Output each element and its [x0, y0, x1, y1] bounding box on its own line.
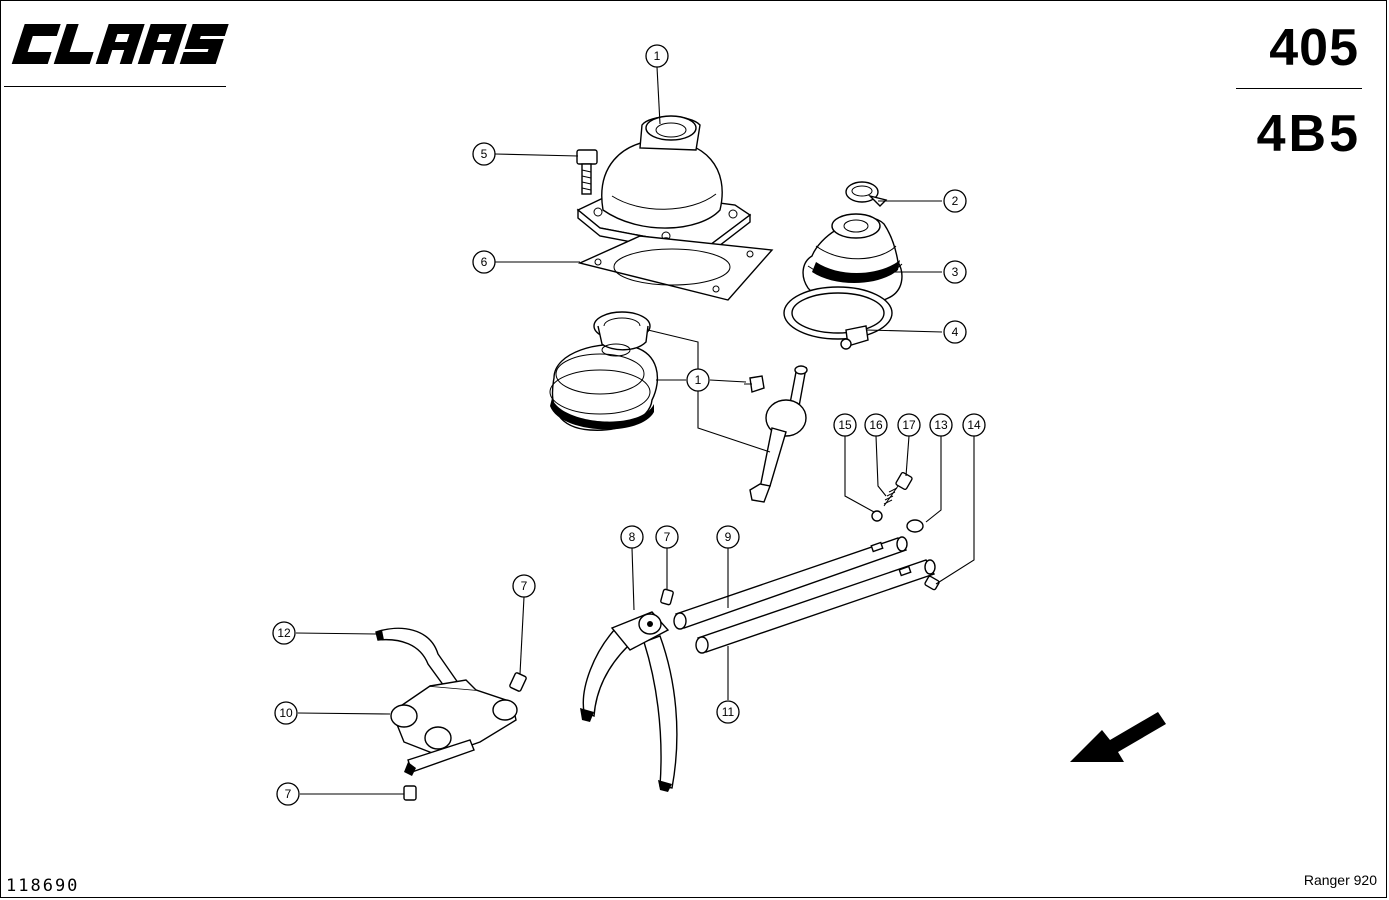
callout-9: 9 [716, 525, 740, 549]
page-number: 405 [1269, 19, 1359, 77]
svg-text:9: 9 [725, 530, 732, 544]
claas-logo [11, 24, 229, 64]
svg-text:7: 7 [664, 530, 671, 544]
callout-12: 12 [272, 621, 296, 645]
part-interlock-pin [906, 519, 924, 533]
svg-text:10: 10 [279, 706, 293, 720]
part-clamp-large [783, 286, 893, 350]
svg-text:13: 13 [934, 418, 948, 432]
svg-text:11: 11 [722, 705, 735, 719]
svg-text:3: 3 [952, 265, 959, 279]
svg-text:17: 17 [902, 418, 916, 432]
callout-17: 17 [897, 413, 921, 437]
callout-1-upper: 1 [645, 44, 669, 68]
part-shift-fork-8 [580, 611, 678, 792]
part-set-screw [924, 575, 940, 591]
callout-5: 5 [472, 142, 496, 166]
part-boot-lower [549, 311, 659, 431]
part-set-screw-7b [509, 672, 527, 692]
callout-7-selector: 7 [512, 574, 536, 598]
model-name: Ranger 920 [1303, 872, 1377, 888]
part-selector-10 [390, 679, 518, 776]
part-bolt [576, 149, 598, 195]
svg-text:12: 12 [277, 626, 291, 640]
callout-2: 2 [943, 189, 967, 213]
svg-text:15: 15 [838, 418, 852, 432]
part-shift-rod-9 [673, 536, 908, 630]
svg-text:1: 1 [695, 373, 702, 387]
part-set-screw-7c [403, 785, 417, 801]
part-clamp-small [845, 181, 888, 207]
callout-11: 11 [716, 700, 740, 724]
part-gasket [577, 235, 774, 301]
part-boot-upper [576, 115, 752, 257]
callout-10: 10 [274, 701, 298, 725]
callout-13: 13 [929, 413, 953, 437]
drawing-number: 118690 [6, 876, 80, 896]
callout-15: 15 [833, 413, 857, 437]
svg-text:5: 5 [481, 147, 488, 161]
callout-7-rod: 7 [655, 525, 679, 549]
part-shift-lever [749, 365, 808, 503]
svg-text:7: 7 [521, 579, 528, 593]
svg-text:1: 1 [654, 49, 661, 63]
part-shift-rod-11 [695, 559, 936, 654]
callout-8: 8 [620, 525, 644, 549]
callout-1-lower: 1 [686, 368, 710, 392]
svg-text:4: 4 [952, 325, 959, 339]
direction-arrow [1070, 712, 1166, 762]
part-detent-spring [883, 485, 899, 507]
callout-14: 14 [962, 413, 986, 437]
svg-text:2: 2 [952, 194, 959, 208]
callout-4: 4 [943, 320, 967, 344]
group-code: 4B5 [1256, 105, 1361, 163]
svg-text:16: 16 [869, 418, 883, 432]
svg-text:6: 6 [481, 255, 488, 269]
leader-lines [295, 66, 975, 795]
part-set-screw-7a [660, 588, 674, 606]
header-divider [1236, 88, 1362, 89]
callout-6: 6 [472, 250, 496, 274]
part-detent-ball [871, 510, 883, 522]
callout-7-bottom: 7 [276, 782, 300, 806]
part-detent-plug [895, 471, 913, 491]
svg-text:8: 8 [629, 530, 636, 544]
svg-text:7: 7 [285, 787, 292, 801]
svg-text:14: 14 [967, 418, 981, 432]
callout-16: 16 [864, 413, 888, 437]
callout-3: 3 [943, 260, 967, 284]
logo-underline [4, 86, 226, 87]
part-bellows [802, 213, 903, 305]
part-pin [744, 375, 765, 393]
